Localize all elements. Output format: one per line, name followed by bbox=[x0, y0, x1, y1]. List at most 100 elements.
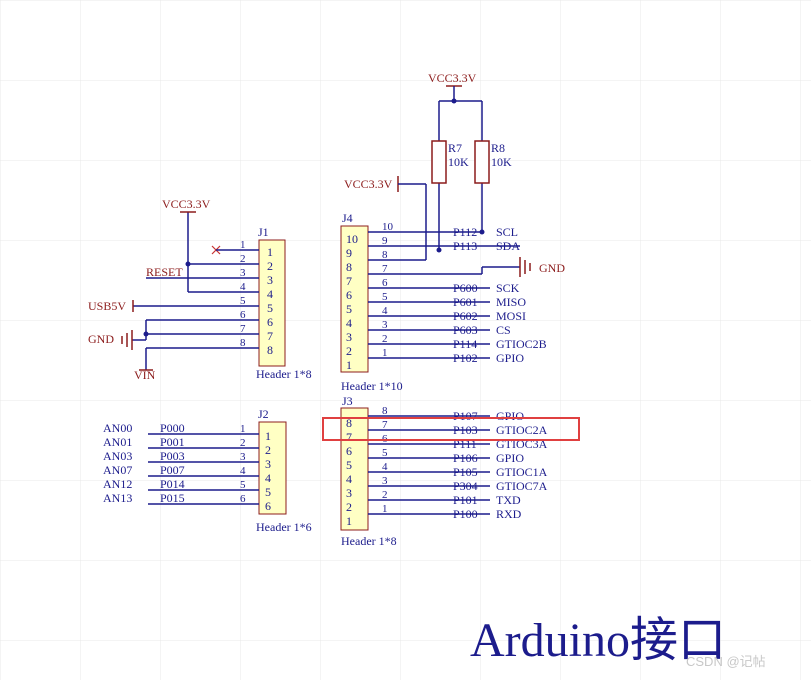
j3-func-2: TXD bbox=[496, 493, 521, 507]
j1-pinnum-7: 7 bbox=[240, 323, 246, 335]
j1-ref: J1 bbox=[258, 225, 269, 239]
j3-net-2: P101 bbox=[453, 493, 478, 507]
j3-ref: J3 bbox=[342, 394, 353, 408]
j4-pin-inner-4: 4 bbox=[346, 316, 352, 330]
usb5v-label: USB5V bbox=[88, 299, 126, 313]
j3-pin-outer-1: 1 bbox=[382, 503, 388, 515]
j3-func-3: GTIOC7A bbox=[496, 479, 548, 493]
pullup-vcc-label: VCC3.3V bbox=[428, 71, 477, 85]
j3-pin-inner-6: 6 bbox=[346, 444, 352, 458]
j1-pin-4: 4 bbox=[267, 287, 273, 301]
j3-func-8: GPIO bbox=[496, 409, 524, 423]
j3-pin-inner-8: 8 bbox=[346, 416, 352, 430]
j1-pin-3: 3 bbox=[267, 273, 273, 287]
j4-pin-outer-2: 2 bbox=[382, 333, 388, 345]
j4-func-10: SCL bbox=[496, 225, 518, 239]
j1-pin-8: 8 bbox=[267, 343, 273, 357]
j1-pinnum-5: 5 bbox=[240, 295, 246, 307]
j2-pin-rows: 11P000AN0022P001AN0133P003AN0344P007AN07… bbox=[103, 421, 271, 513]
j4-pin-inner-10: 10 bbox=[346, 232, 358, 246]
j1-pin-1: 1 bbox=[267, 245, 273, 259]
j3-func-1: RXD bbox=[496, 507, 522, 521]
j4-ref: J4 bbox=[342, 211, 353, 225]
j2-pin-outer-3: 3 bbox=[240, 451, 246, 463]
j3-pin-inner-2: 2 bbox=[346, 500, 352, 514]
reset-label: RESET bbox=[146, 265, 183, 279]
j1-footer: Header 1*8 bbox=[256, 367, 312, 381]
j4-net-4: P602 bbox=[453, 309, 478, 323]
j4-pin-inner-2: 2 bbox=[346, 344, 352, 358]
j3-pin-outer-7: 7 bbox=[382, 419, 388, 431]
j3-pin-inner-1: 1 bbox=[346, 514, 352, 528]
vin-label: VIN bbox=[134, 368, 156, 382]
j1-pinnum-4: 4 bbox=[240, 281, 246, 293]
j2-pin-inner-4: 4 bbox=[265, 471, 271, 485]
j4-body bbox=[340, 225, 369, 373]
resistor-r7 bbox=[431, 140, 447, 184]
r7-ref: R7 bbox=[448, 141, 462, 155]
j3-net-7: P103 bbox=[453, 423, 478, 437]
j1-pinnum-8: 8 bbox=[240, 337, 246, 349]
j4-pin-inner-7: 7 bbox=[346, 274, 352, 288]
connector-j4: J4 Header 1*10 VCC3.3V bbox=[340, 176, 565, 393]
j2-an-6: AN13 bbox=[103, 491, 132, 505]
j4-func-9: SDA bbox=[496, 239, 520, 253]
j4-pin-outer-6: 6 bbox=[382, 277, 388, 289]
j2-net-4: P007 bbox=[160, 463, 185, 477]
j3-pin-outer-3: 3 bbox=[382, 475, 388, 487]
j4-net-5: P601 bbox=[453, 295, 478, 309]
j1-pinnum-3: 3 bbox=[240, 267, 246, 279]
j3-net-4: P105 bbox=[453, 465, 478, 479]
j1-vcc-label: VCC3.3V bbox=[162, 197, 211, 211]
r8-ref: R8 bbox=[491, 141, 505, 155]
gnd-symbol-j1 bbox=[121, 330, 133, 350]
gnd-label-j4: GND bbox=[539, 261, 565, 275]
j4-pin-outer-8: 8 bbox=[382, 249, 388, 261]
r7-value: 10K bbox=[448, 155, 469, 169]
j3-body bbox=[340, 407, 369, 531]
j4-func-4: MOSI bbox=[496, 309, 526, 323]
j2-net-2: P001 bbox=[160, 435, 185, 449]
j2-pin-inner-3: 3 bbox=[265, 457, 271, 471]
j2-pin-outer-1: 1 bbox=[240, 423, 246, 435]
j2-body bbox=[258, 421, 287, 515]
j3-pin-outer-8: 8 bbox=[382, 405, 388, 417]
j4-func-2: GTIOC2B bbox=[496, 337, 547, 351]
j3-pin-inner-3: 3 bbox=[346, 486, 352, 500]
j1-pin-6: 6 bbox=[267, 315, 273, 329]
j4-pin-inner-1: 1 bbox=[346, 358, 352, 372]
j2-pin-outer-4: 4 bbox=[240, 465, 246, 477]
j3-func-4: GTIOC1A bbox=[496, 465, 548, 479]
j3-pin-inner-5: 5 bbox=[346, 458, 352, 472]
watermark: CSDN @记帖 bbox=[686, 654, 766, 669]
j4-func-3: CS bbox=[496, 323, 511, 337]
j1-body bbox=[258, 239, 286, 367]
connector-j2: J2 Header 1*6 bbox=[256, 407, 312, 534]
diagram-title: Arduino接口 bbox=[470, 614, 726, 667]
j4-net-3: P603 bbox=[453, 323, 478, 337]
j2-an-3: AN03 bbox=[103, 449, 132, 463]
j3-func-7: GTIOC2A bbox=[496, 423, 548, 437]
j4-net-1: P102 bbox=[453, 351, 478, 365]
j2-an-2: AN01 bbox=[103, 435, 132, 449]
j4-pin-inner-9: 9 bbox=[346, 246, 352, 260]
j2-ref: J2 bbox=[258, 407, 269, 421]
j1-pinnum-2: 2 bbox=[240, 253, 246, 265]
j2-net-3: P003 bbox=[160, 449, 185, 463]
j2-an-1: AN00 bbox=[103, 421, 132, 435]
j2-an-4: AN07 bbox=[103, 463, 132, 477]
j4-pin-outer-5: 5 bbox=[382, 291, 388, 303]
j2-pin-inner-5: 5 bbox=[265, 485, 271, 499]
j4-pin-outer-3: 3 bbox=[382, 319, 388, 331]
j2-pin-outer-5: 5 bbox=[240, 479, 246, 491]
j2-pin-inner-2: 2 bbox=[265, 443, 271, 457]
j3-pin-inner-4: 4 bbox=[346, 472, 352, 486]
j3-net-1: P100 bbox=[453, 507, 478, 521]
j1-pin-2: 2 bbox=[267, 259, 273, 273]
j4-pin-inner-8: 8 bbox=[346, 260, 352, 274]
j4-net-10: P112 bbox=[453, 225, 477, 239]
j4-pin-inner-6: 6 bbox=[346, 288, 352, 302]
j4-vcc-label: VCC3.3V bbox=[344, 177, 393, 191]
